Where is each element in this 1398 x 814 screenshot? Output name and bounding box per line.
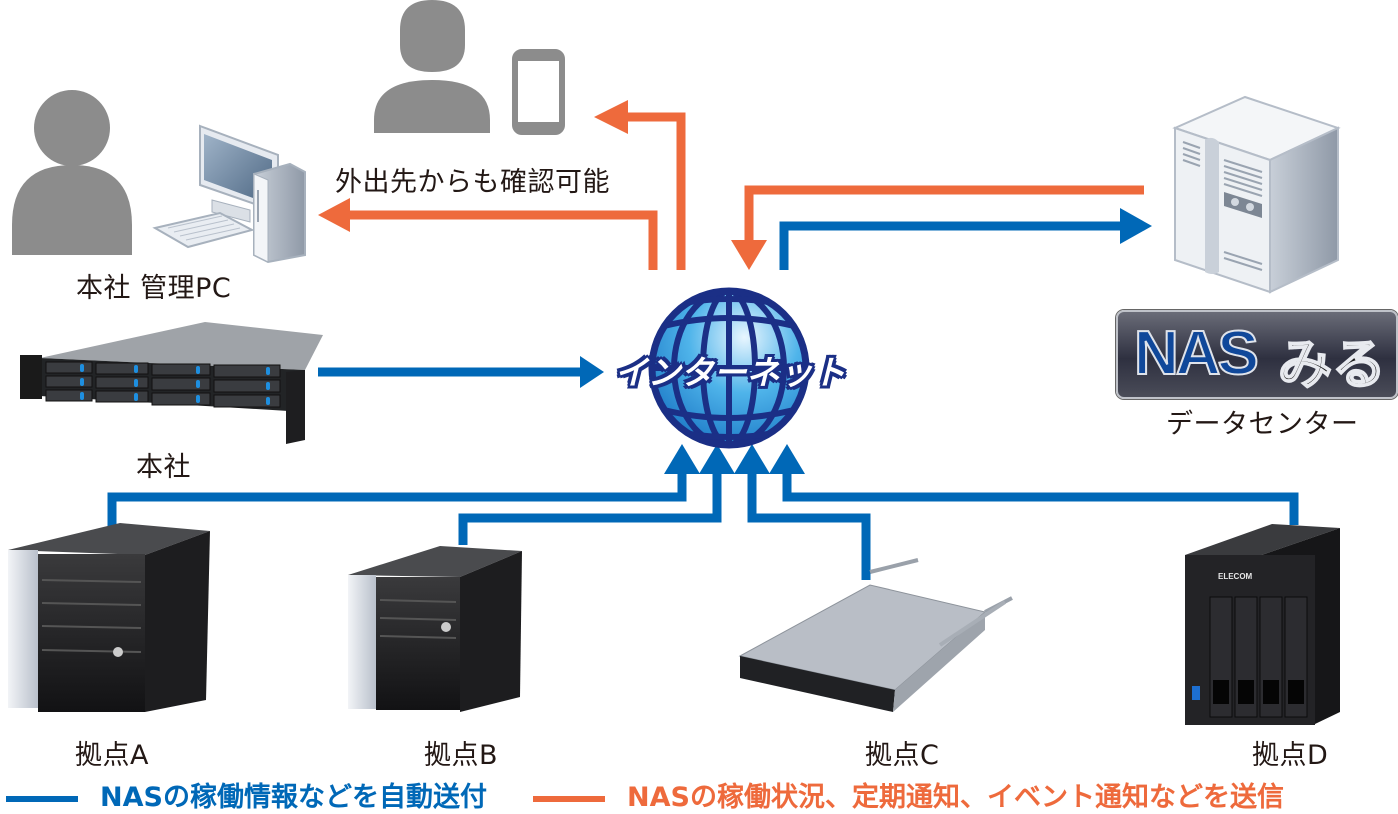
arrowhead-datacenter xyxy=(1120,208,1152,244)
blue-arrows xyxy=(107,221,1299,580)
legend-blue-swatch xyxy=(6,795,78,802)
tower-nas-icon-site-a xyxy=(8,523,210,712)
arrowhead-site-d xyxy=(769,444,805,474)
arrowhead-internet xyxy=(731,240,767,270)
nasmiru-logo-miru: みる xyxy=(1277,332,1387,397)
tower-nas-icon-site-b xyxy=(348,546,522,712)
arrowhead-remote xyxy=(594,100,628,134)
arrowhead-site-a xyxy=(664,444,700,474)
server-tower-icon xyxy=(1172,95,1341,294)
elecom-brand: ELECOM xyxy=(1218,572,1253,581)
person-icon-remote xyxy=(374,0,490,133)
smartphone-icon xyxy=(512,49,565,135)
globe-icon xyxy=(648,287,810,449)
nasmiru-logo: NAS みる xyxy=(1116,310,1398,399)
arrowhead-hq-pc xyxy=(318,198,350,232)
label-site-c: 拠点C xyxy=(865,740,940,771)
label-hq-nas: 本社 xyxy=(136,452,191,483)
label-site-a: 拠点A xyxy=(75,740,149,771)
arrow-internet-to-hq-pc xyxy=(348,210,658,270)
arrow-site-c-to-internet xyxy=(747,472,871,580)
label-site-b: 拠点B xyxy=(424,740,499,771)
arrow-internet-to-remote xyxy=(626,112,686,270)
legend-orange-swatch xyxy=(533,795,605,802)
label-site-d: 拠点D xyxy=(1252,740,1329,771)
rackmount-nas-1u-icon xyxy=(738,558,1013,712)
orange-arrowheads xyxy=(318,100,767,270)
legend-orange: NASの稼働状況、定期通知、イベント通知などを送信 xyxy=(533,775,1284,814)
orange-arrows xyxy=(348,112,1144,270)
label-remote: 外出先からも確認可能 xyxy=(335,167,610,198)
arrow-internet-to-datacenter xyxy=(779,221,1122,270)
legend-orange-label: NASの稼働状況、定期通知、イベント通知などを送信 xyxy=(627,782,1284,813)
blue-arrowheads xyxy=(580,208,1152,474)
arrow-datacenter-to-internet xyxy=(744,185,1144,242)
arrowhead-hq-nas xyxy=(580,356,604,388)
arrow-site-b-to-internet xyxy=(458,472,722,545)
desktop-pc-icon xyxy=(152,124,306,264)
label-hq-pc: 本社 管理PC xyxy=(76,273,232,304)
arrow-site-a-to-internet xyxy=(107,472,687,528)
nasmiru-logo-nas: NAS xyxy=(1133,318,1260,389)
arrowhead-site-b xyxy=(699,444,735,474)
arrowhead-site-c xyxy=(734,444,770,474)
legend-blue-label: NASの稼働情報などを自動送付 xyxy=(100,782,487,813)
legend-blue: NASの稼働情報などを自動送付 xyxy=(6,775,487,814)
internet-label: インターネット xyxy=(614,353,846,392)
rackmount-nas-2u-icon xyxy=(20,322,323,444)
person-icon-hq xyxy=(12,90,132,255)
desktop-nas-4bay-icon: ELECOM xyxy=(1185,524,1340,725)
arrow-site-d-to-internet xyxy=(782,472,1299,525)
label-datacenter: データセンター xyxy=(1166,409,1359,440)
